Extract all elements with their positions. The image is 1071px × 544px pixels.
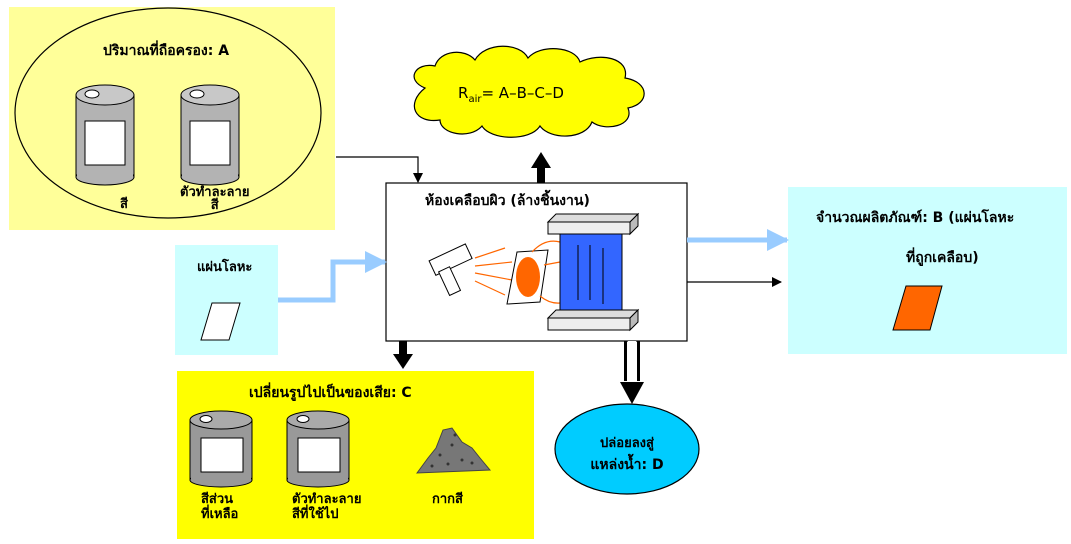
waste-title: เปลี่ยนรูปไปเป็นของเสีย: C [249, 385, 412, 401]
water-line2: แหล่งน้ำ: D [590, 457, 664, 473]
chamber-title: ห้องเคลือบผิว (ล้างชิ้นงาน) [425, 193, 590, 209]
paint-blob [516, 257, 540, 297]
spray-booth-icon [546, 212, 640, 332]
sludge-label: กากสี [432, 492, 463, 507]
product-line2: ที่ถูกเคลือบ) [906, 250, 979, 266]
spray-gun-icon [428, 243, 473, 297]
used-solvent-label: ตัวทำละลาย สีที่ใช้ไป [292, 492, 362, 522]
storage-title: ปริมาณที่ถือครอง: A [103, 43, 230, 59]
water-line1: ปล่อยลงสู่ [600, 436, 654, 451]
input-label: แผ่นโลหะ [197, 260, 253, 275]
spray-lines [474, 247, 513, 296]
sludge-pile-icon [415, 427, 492, 474]
chamber-to-air-arrow [531, 152, 551, 183]
water-ellipse [554, 403, 700, 495]
storage-to-chamber-arrow [336, 156, 423, 183]
chamber-to-water-arrow [620, 341, 644, 404]
solvent-label: ตัวทำละลาย สี [180, 185, 250, 213]
chamber-to-waste-arrow [393, 341, 413, 369]
paint-label: สี [120, 197, 128, 212]
used-solvent-drum-icon [286, 410, 350, 488]
coated-plate-icon [892, 285, 943, 331]
emission-formula: Rair= A–B–C–D [458, 84, 564, 105]
remaining-paint-label: สีส่วน ที่เหลือ [201, 492, 239, 522]
remaining-paint-drum-icon [189, 410, 253, 488]
input-to-chamber-blue-arrow [278, 251, 387, 303]
paint-drum-icon [75, 84, 135, 186]
product-line1: จำนวณผลิตภัณฑ์: B (แผ่นโลหะ [816, 210, 1015, 226]
solvent-drum-icon [180, 84, 240, 186]
input-plate-icon [200, 302, 241, 341]
emission-cloud [413, 45, 645, 138]
